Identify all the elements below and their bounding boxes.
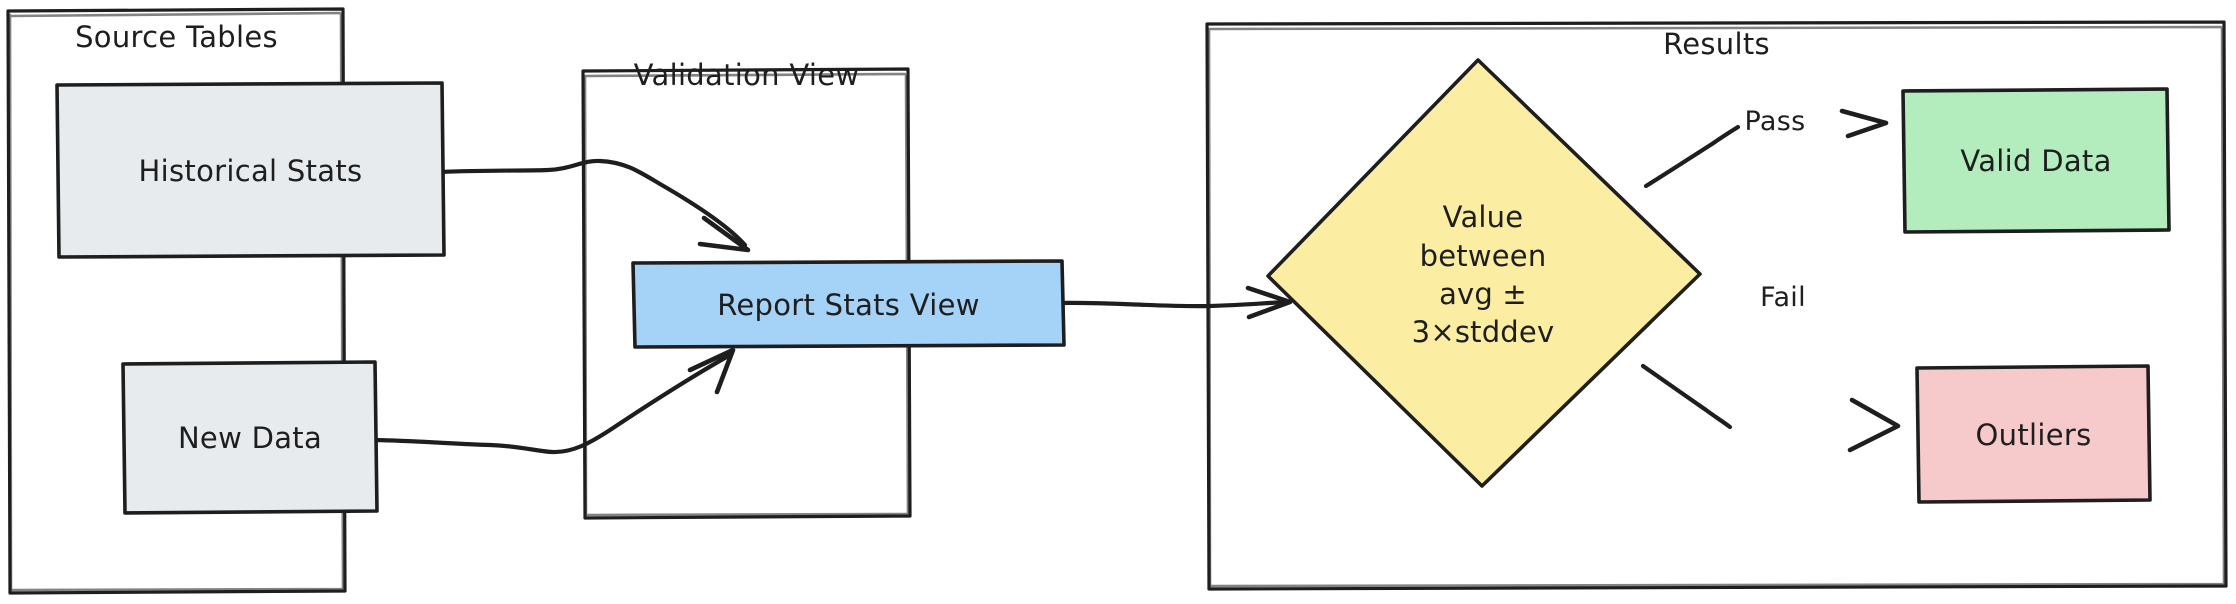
node-outliers[interactable]: [1915, 364, 2152, 504]
node-report-stats-view[interactable]: [631, 259, 1066, 349]
edge-historical-to-report: [437, 158, 751, 253]
edge-newdata-to-report: [372, 347, 736, 455]
edge-report-to-decision: [1057, 285, 1293, 320]
edge-decision-fail: [1640, 363, 1901, 453]
edge-decision-pass: [1643, 108, 1889, 189]
node-valid-data[interactable]: [1901, 87, 2171, 234]
node-new-data[interactable]: [121, 360, 379, 515]
node-historical-stats[interactable]: [55, 81, 446, 259]
group-source-tables: [6, 7, 347, 595]
node-decision-diamond[interactable]: [1266, 58, 1702, 488]
group-results: [1205, 20, 2228, 591]
